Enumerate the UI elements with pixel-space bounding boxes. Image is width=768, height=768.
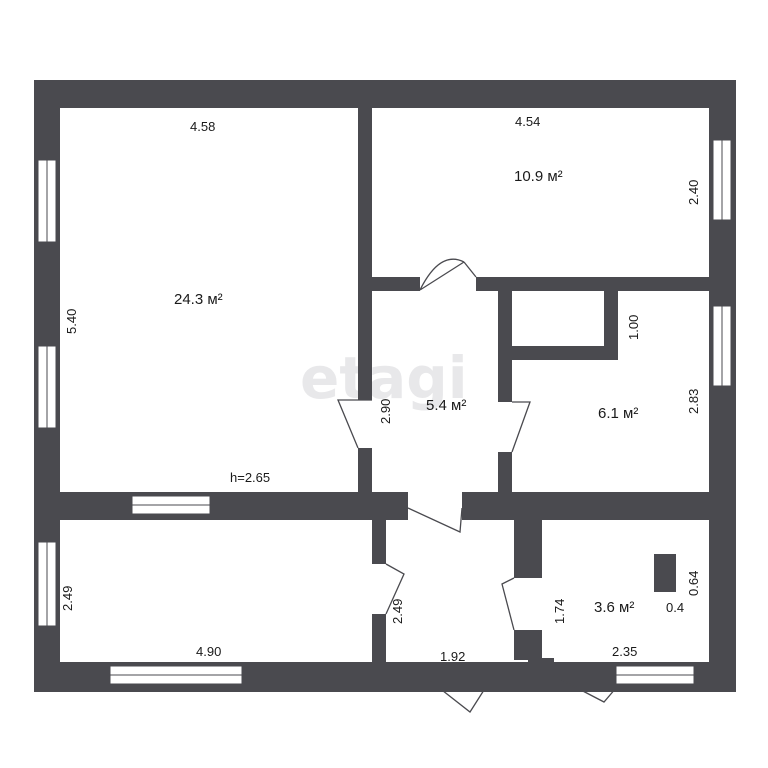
area-labels: 24.3 м² 10.9 м² 5.4 м² 6.1 м² 3.6 м² bbox=[174, 168, 638, 616]
kitchen-depth: 2.83 bbox=[686, 389, 701, 414]
door-kitchen bbox=[511, 401, 531, 453]
bath-width: 2.35 bbox=[612, 644, 637, 659]
watermark: etagi bbox=[300, 344, 468, 412]
bath-area: 3.6 м² bbox=[594, 599, 634, 616]
bath-box-height: 0.64 bbox=[686, 571, 701, 596]
hall-area: 5.4 м² bbox=[426, 397, 466, 414]
door-bath-lower bbox=[553, 675, 617, 703]
door-hall-bottom bbox=[407, 507, 463, 533]
corridor-depth: 2.49 bbox=[390, 599, 405, 624]
kitchen-area: 6.1 м² bbox=[598, 405, 638, 422]
door-lower-room bbox=[385, 563, 405, 615]
bath-box-width: 0.4 bbox=[666, 600, 684, 615]
kitchen-niche: 1.00 bbox=[626, 315, 641, 340]
living-width: 4.58 bbox=[190, 119, 215, 134]
living-height: h=2.65 bbox=[230, 470, 270, 485]
living-area: 24.3 м² bbox=[174, 291, 223, 308]
door-living bbox=[337, 399, 372, 449]
door-bath bbox=[501, 577, 515, 631]
bedroom-depth: 2.40 bbox=[686, 180, 701, 205]
bath-depth: 1.74 bbox=[552, 599, 567, 624]
corridor-width: 1.92 bbox=[440, 649, 465, 664]
living-depth: 5.40 bbox=[64, 309, 79, 334]
door-bedroom bbox=[419, 258, 465, 291]
interior-walls bbox=[34, 80, 736, 692]
doors bbox=[337, 258, 617, 713]
lower-room-depth: 2.49 bbox=[60, 586, 75, 611]
windows bbox=[37, 139, 732, 685]
bedroom-area: 10.9 м² bbox=[514, 168, 563, 185]
hall-depth: 2.90 bbox=[378, 399, 393, 424]
dimension-labels: 4.58 5.40 h=2.65 4.54 2.40 2.90 1.00 2.8… bbox=[60, 114, 701, 664]
lower-room-width: 4.90 bbox=[196, 644, 221, 659]
door-entrance bbox=[423, 675, 485, 713]
bedroom-width: 4.54 bbox=[515, 114, 540, 129]
